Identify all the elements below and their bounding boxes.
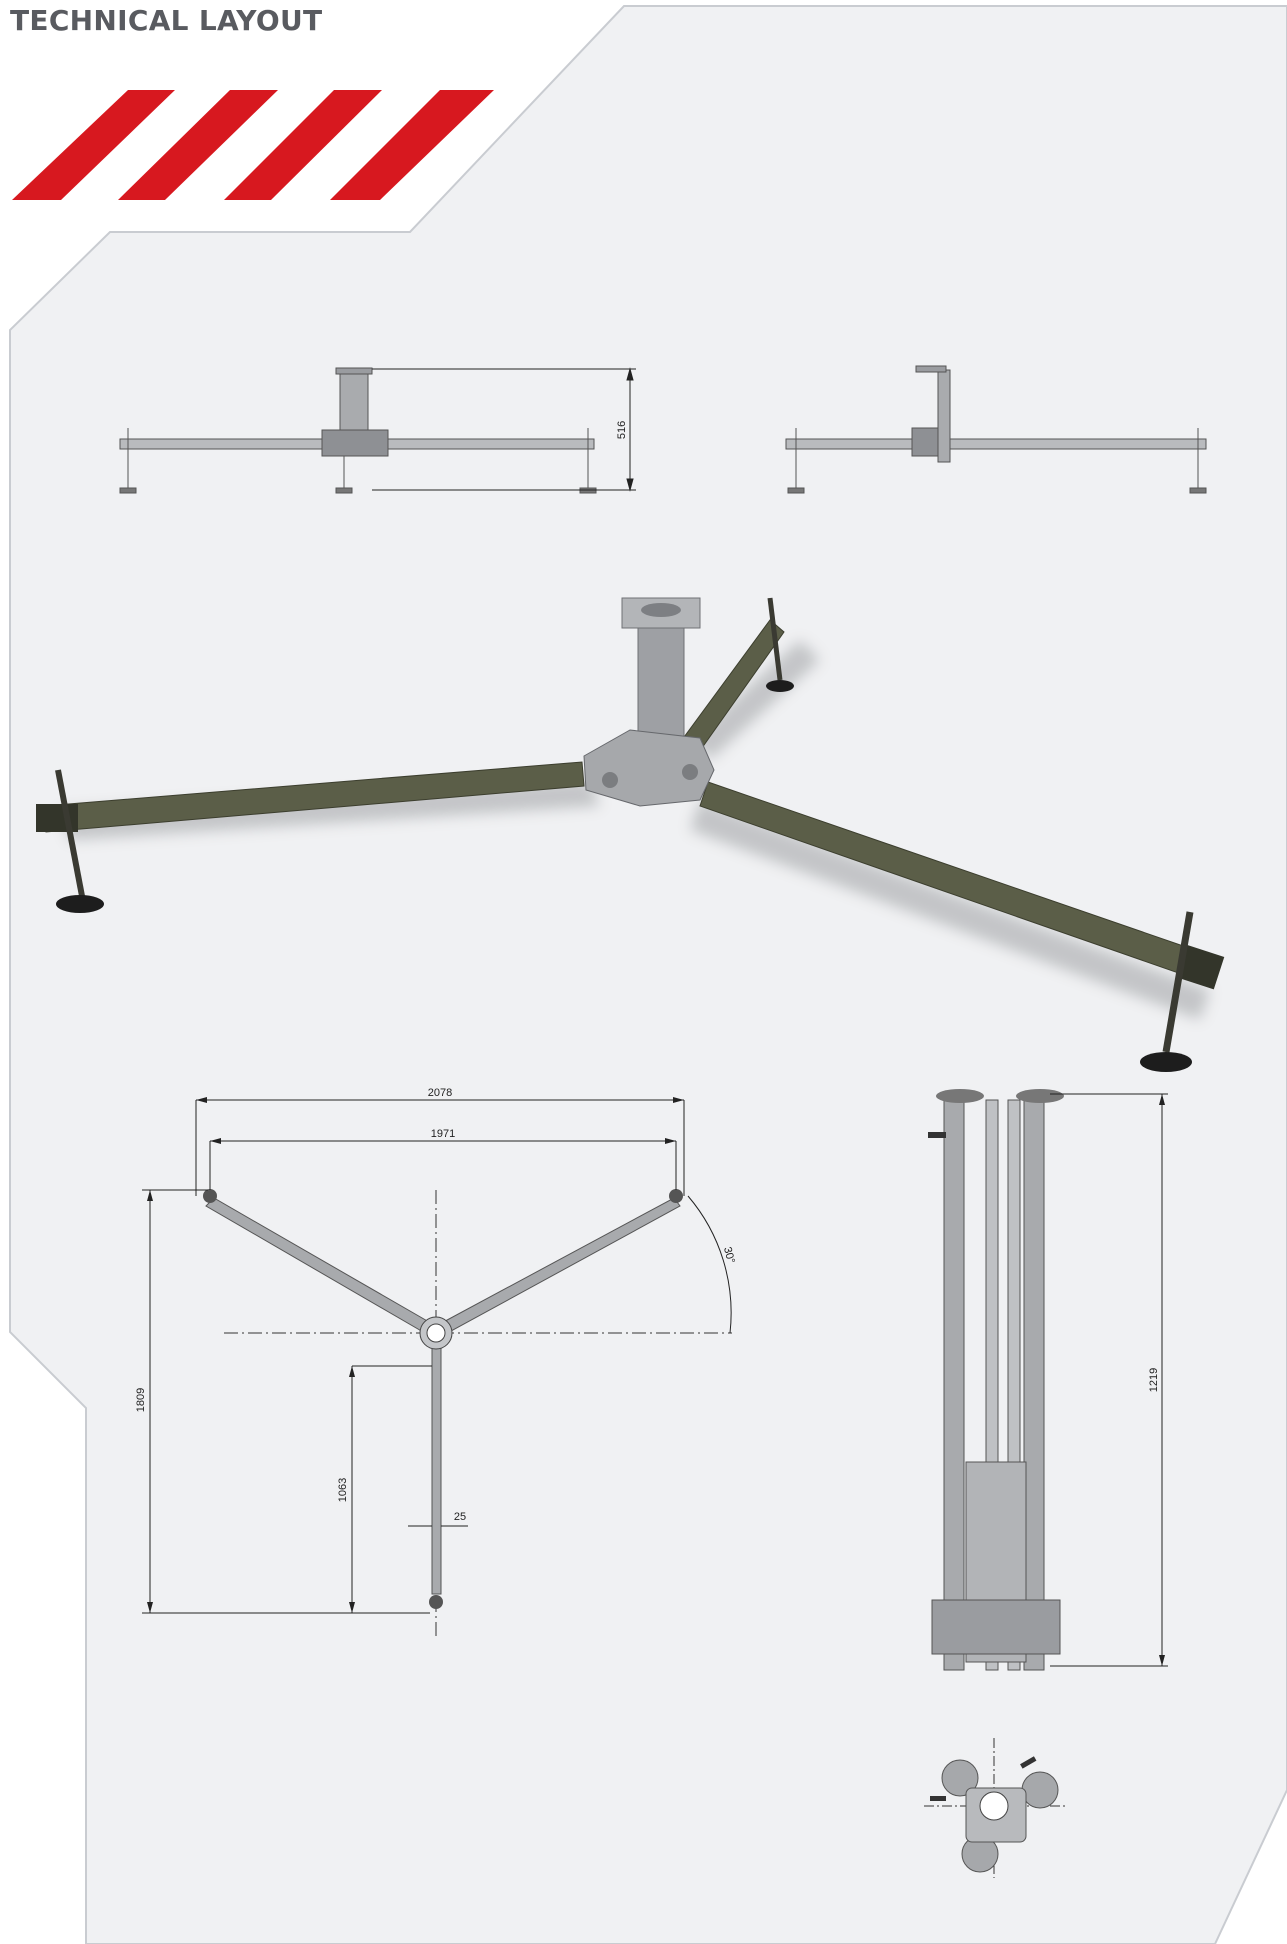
dim-centre-to-foot: 1063 (337, 1478, 349, 1502)
folded-top-hub (979, 1791, 1009, 1821)
plan-leg-front (431, 1345, 442, 1595)
plan-foot-right (669, 1189, 683, 1203)
plan-view (142, 1097, 732, 1636)
folded-side-view (928, 1089, 1168, 1671)
background-panel (9, 5, 1287, 1944)
hazard-stripes (12, 90, 494, 200)
stripe (118, 90, 278, 200)
front-elevation-view (119, 367, 636, 494)
left-foot-pad (56, 895, 104, 913)
right-foot-pad (1140, 1052, 1192, 1072)
stripe (330, 90, 494, 200)
stripe (12, 90, 175, 200)
dim-height-516: 516 (616, 421, 628, 439)
page-title: TECHNICAL LAYOUT (10, 4, 323, 37)
folded-top-view (924, 1738, 1066, 1878)
centre-hub (583, 729, 715, 807)
dim-overall-width: 2078 (428, 1087, 452, 1099)
plan-foot-front (429, 1595, 443, 1609)
dim-leg-angle: 30° (721, 1246, 737, 1265)
side-elevation-view (785, 365, 1207, 494)
plan-foot-left (203, 1189, 217, 1203)
dim-foot-span: 1971 (431, 1128, 455, 1140)
rear-foot-pad (766, 680, 794, 692)
isometric-render (36, 597, 1225, 1072)
dim-tube-width: 25 (454, 1511, 466, 1523)
dim-overall-depth: 1809 (135, 1388, 147, 1412)
dim-folded-height: 1219 (1148, 1368, 1160, 1392)
stripe (224, 90, 382, 200)
